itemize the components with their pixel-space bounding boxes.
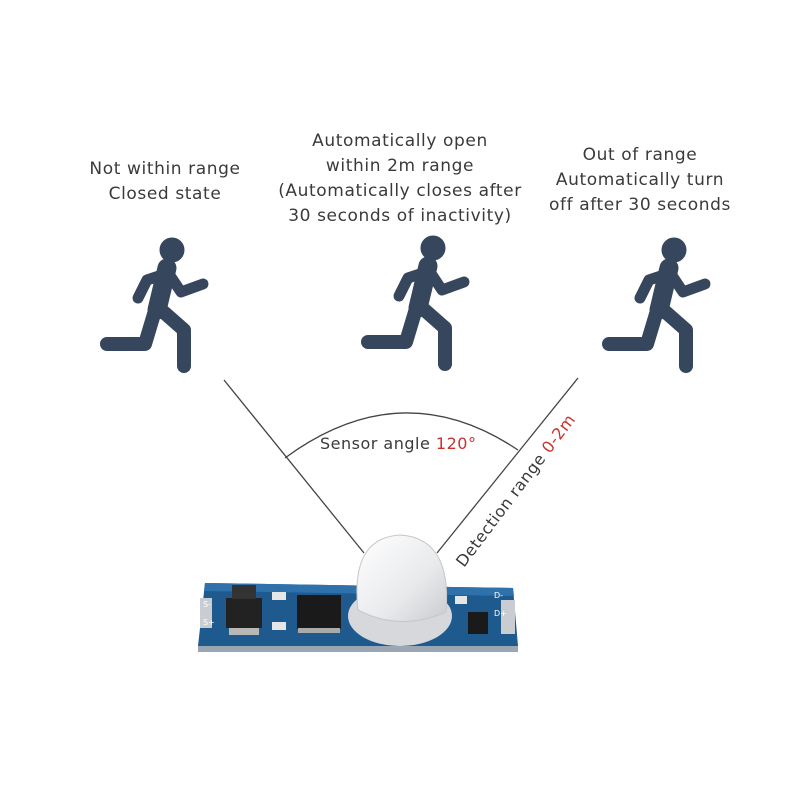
caption-line: off after 30 seconds [549, 195, 731, 215]
caption-line: 30 seconds of inactivity) [288, 206, 512, 226]
chip-ic-pins [298, 628, 340, 633]
chip-regulator [226, 598, 262, 628]
chip-pins [229, 628, 259, 635]
running-person-icon-right [609, 238, 705, 366]
chip-regulator-tab [232, 585, 256, 599]
caption-line: Automatically turn [555, 170, 725, 190]
pad-right [501, 600, 515, 634]
chip-transistor [468, 612, 488, 634]
marking-s-minus: S- [203, 600, 211, 609]
marking-d-minus: D- [494, 591, 503, 600]
chip-ic [297, 595, 341, 629]
marking-d-plus: D+ [494, 609, 507, 618]
caption-line: (Automatically closes after [278, 181, 522, 201]
pir-dome [356, 534, 448, 622]
smd-resistor [272, 592, 286, 600]
pad-left [200, 598, 212, 628]
sensor-angle-label: Sensor angle 120° [320, 434, 476, 453]
detection-range-text: Detection range [452, 445, 553, 570]
marking-s-plus: S+ [203, 618, 215, 627]
cone-line-right [436, 377, 579, 554]
caption-out-of-range: Out of range Automatically turn off afte… [535, 143, 745, 218]
running-person-icon-left [107, 238, 203, 366]
sensor-angle-arc [284, 412, 519, 459]
caption-line: Automatically open [312, 131, 488, 151]
cone-line-left [223, 379, 365, 554]
caption-line: Closed state [108, 184, 222, 204]
pir-sensor-board: S- S+ D- D+ [198, 534, 518, 652]
smd-resistor [272, 622, 286, 630]
caption-auto-open: Automatically open within 2m range (Auto… [255, 129, 545, 229]
detection-range-value: 0-2m [538, 410, 579, 456]
sensor-angle-text: Sensor angle [320, 434, 436, 453]
smd-resistor [455, 596, 467, 604]
caption-line: Out of range [582, 145, 698, 165]
caption-line: within 2m range [325, 156, 475, 176]
caption-line: Not within range [89, 159, 241, 179]
sensor-angle-value: 120° [436, 434, 477, 453]
caption-not-within-range: Not within range Closed state [70, 157, 260, 207]
board-shadow [198, 646, 518, 652]
running-person-icon-middle [368, 236, 464, 364]
